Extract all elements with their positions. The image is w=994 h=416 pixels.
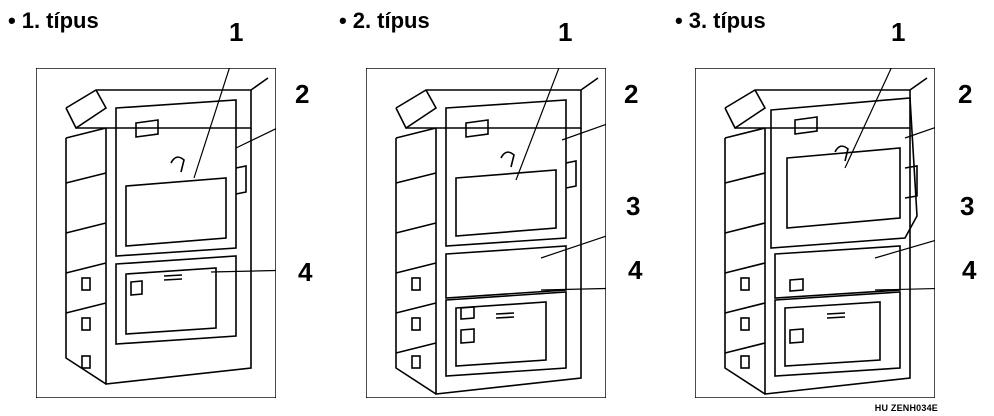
figure-code: HU ZENH034E [874, 403, 938, 413]
panel-2-callout-1: 1 [558, 17, 573, 47]
panel-3-callout-1: 1 [891, 17, 906, 47]
panel-1-callout-2: 2 [295, 79, 310, 109]
panel-3-callout-3: 3 [960, 191, 975, 221]
bullet-mark: • [339, 8, 347, 33]
panel-3-callout-2: 2 [958, 79, 973, 109]
copier-type-2-drawing [366, 68, 606, 398]
panel-1-callout-4: 4 [298, 257, 313, 287]
panel-2-callout-4: 4 [628, 255, 643, 285]
panel-2-title-text: 2. típus [352, 8, 430, 33]
panel-2-callout-2: 2 [624, 79, 639, 109]
copier-type-1-drawing [36, 68, 276, 398]
panel-1-callout-1: 1 [229, 17, 244, 47]
panel-3-callout-4: 4 [962, 255, 977, 285]
panel-3-title: •3. típus [675, 8, 766, 34]
panel-2-callout-3: 3 [626, 191, 641, 221]
panel-3-illustration [695, 68, 935, 398]
bullet-mark: • [675, 8, 683, 33]
panel-1-illustration [36, 68, 276, 398]
panel-1-title: •1. típus [8, 8, 99, 34]
bullet-mark: • [8, 8, 16, 33]
panel-3-title-text: 3. típus [688, 8, 766, 33]
panel-2-title: •2. típus [339, 8, 430, 34]
panel-1-title-text: 1. típus [21, 8, 99, 33]
panel-2-illustration [366, 68, 606, 398]
copier-type-3-drawing [695, 68, 935, 398]
